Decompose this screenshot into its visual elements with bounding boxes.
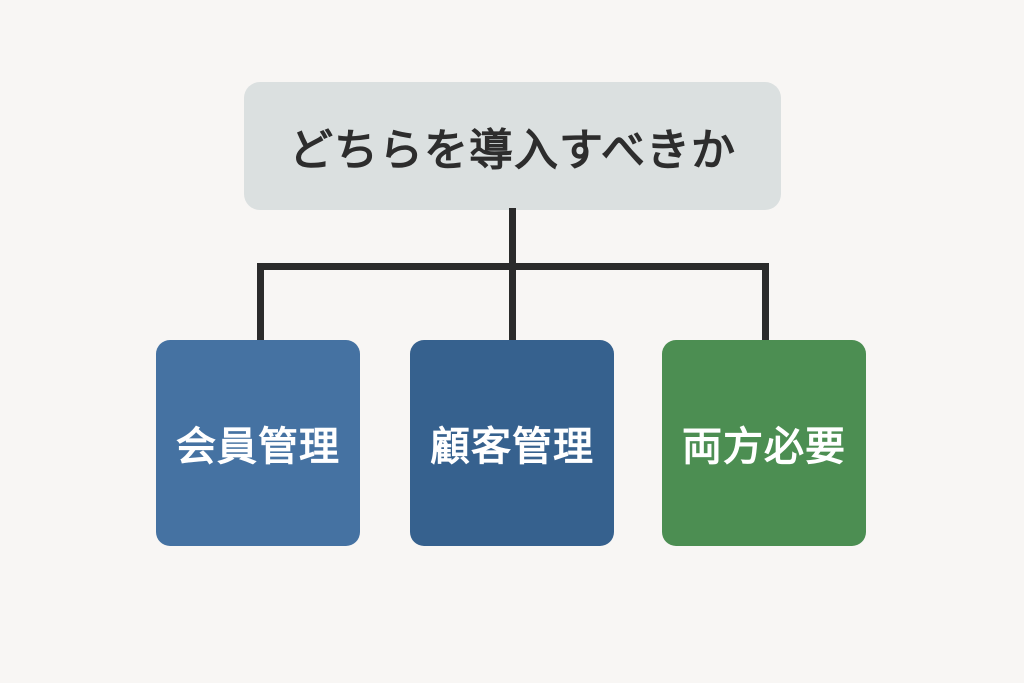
option-label-member-management: 会員管理	[176, 425, 340, 469]
question-node: どちらを導入すべきか	[244, 82, 781, 210]
question-node-label: どちらを導入すべきか	[289, 126, 736, 175]
connector-left-vertical	[257, 263, 264, 342]
connector-right-vertical	[762, 263, 769, 342]
option-label-both-needed: 両方必要	[682, 425, 846, 469]
connector-center-vertical	[509, 208, 516, 342]
option-node-member-management: 会員管理	[156, 340, 360, 546]
option-node-both-needed: 両方必要	[662, 340, 866, 546]
connector-horizontal	[257, 263, 769, 270]
option-label-customer-management: 顧客管理	[430, 425, 594, 469]
option-node-customer-management: 顧客管理	[410, 340, 614, 546]
